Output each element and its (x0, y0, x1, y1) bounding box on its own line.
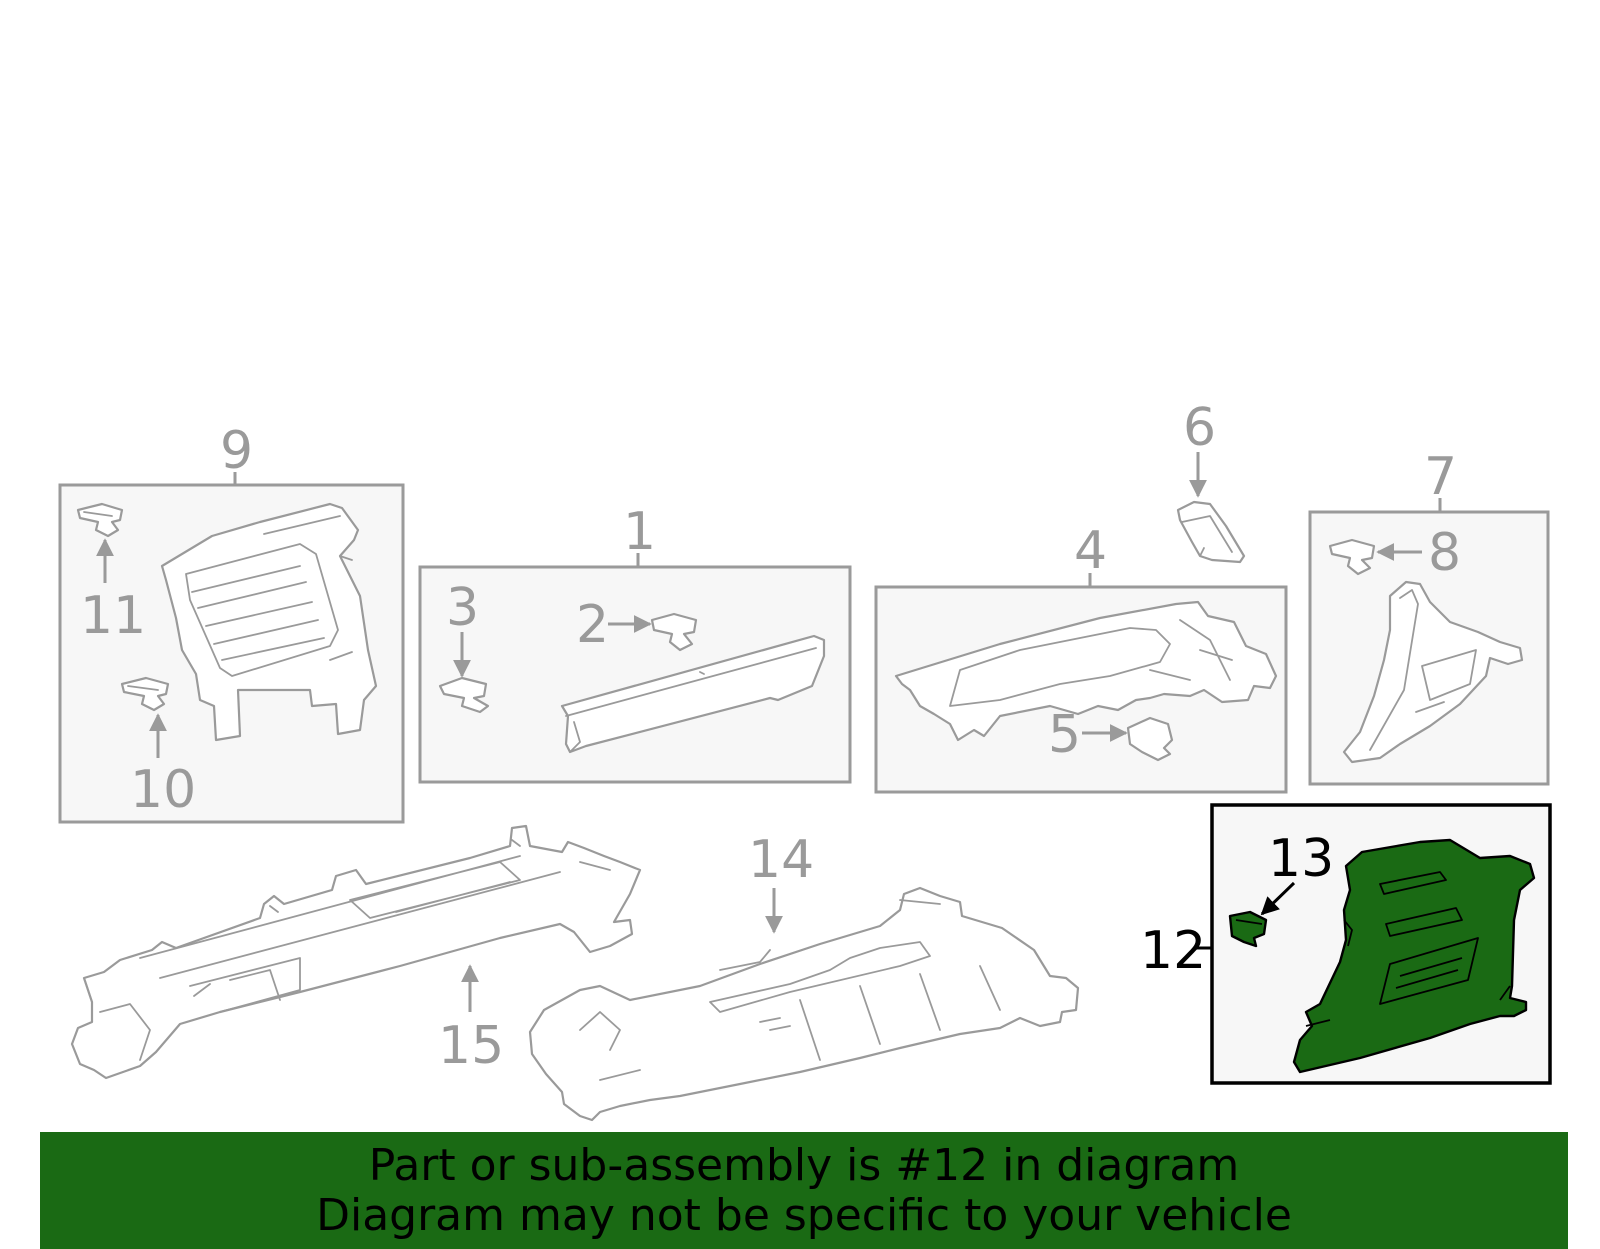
clip-13-icon[interactable] (1228, 910, 1268, 948)
clip-2-icon[interactable] (650, 612, 698, 652)
callout-7[interactable]: 7 (1424, 447, 1457, 507)
pillar-trim-part-7[interactable] (1342, 580, 1524, 764)
callout-1[interactable]: 1 (623, 502, 656, 562)
lower-panel-part-12[interactable] (1292, 838, 1536, 1074)
callout-13[interactable]: 13 (1268, 829, 1334, 889)
callout-5[interactable]: 5 (1048, 705, 1081, 765)
lower-trim-part-14[interactable] (528, 886, 1080, 1122)
banner-line-2: Diagram may not be specific to your vehi… (316, 1189, 1292, 1241)
callout-6[interactable]: 6 (1183, 398, 1216, 458)
vent-bezel-part-9[interactable] (160, 502, 378, 742)
group-7-box: 7 8 (1308, 447, 1550, 786)
group-12-box: 12 13 (1140, 803, 1552, 1085)
group-1-box: 1 3 2 (418, 502, 852, 784)
callout-3[interactable]: 3 (446, 578, 479, 638)
cap-part-6[interactable] (1176, 500, 1246, 564)
clip-10-icon[interactable] (120, 676, 170, 712)
clip-8-icon[interactable] (1328, 538, 1376, 576)
upper-panel-part-4[interactable] (894, 600, 1278, 742)
callout-12[interactable]: 12 (1140, 921, 1206, 981)
callout-2[interactable]: 2 (576, 595, 609, 655)
callout-11[interactable]: 11 (80, 586, 146, 646)
callout-8[interactable]: 8 (1428, 523, 1461, 583)
callout-9[interactable]: 9 (220, 421, 253, 481)
callout-10[interactable]: 10 (130, 760, 196, 820)
clip-11-icon[interactable] (76, 502, 124, 538)
callout-14[interactable]: 14 (748, 830, 814, 890)
banner-line-1: Part or sub-assembly is #12 in diagram (368, 1139, 1240, 1191)
callout-15[interactable]: 15 (438, 1016, 504, 1076)
group-9-box: 9 11 10 (58, 421, 405, 824)
console-part-15[interactable] (70, 824, 642, 1080)
group-4-box: 4 5 (874, 521, 1288, 794)
callout-4[interactable]: 4 (1074, 521, 1107, 581)
trim-strip-part-1[interactable] (560, 634, 826, 754)
info-banner: Part or sub-assembly is #12 in diagram D… (40, 1132, 1568, 1249)
clip-3-icon[interactable] (438, 676, 490, 714)
clip-5-icon[interactable] (1126, 716, 1174, 762)
